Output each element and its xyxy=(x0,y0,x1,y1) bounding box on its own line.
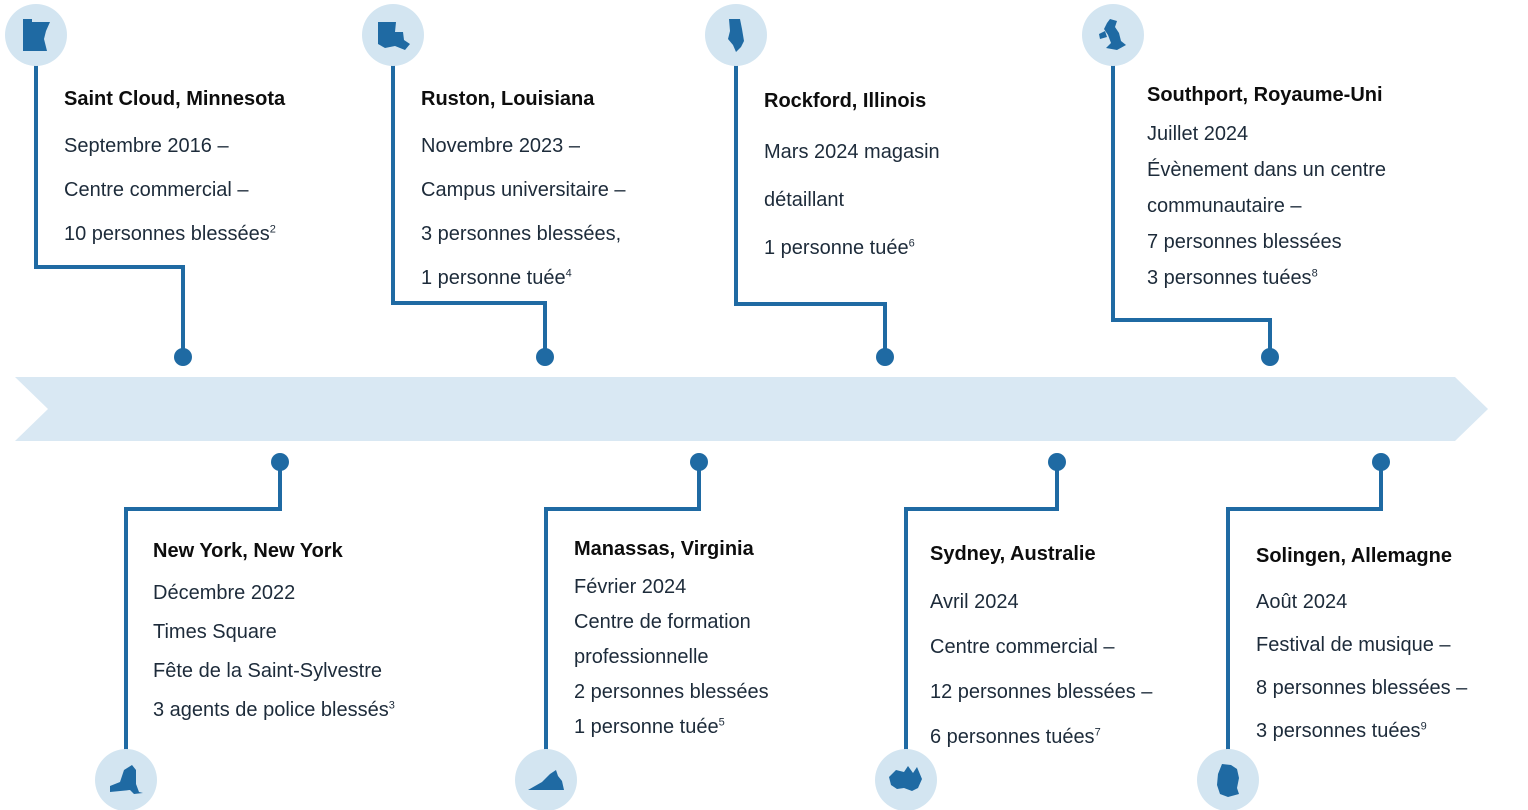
timeline-dot-solingen xyxy=(1372,453,1390,471)
united-kingdom-icon xyxy=(1082,4,1144,66)
connector-manassas xyxy=(544,462,701,780)
event-detail-line: Centre commercial – xyxy=(64,179,249,201)
timeline-dot-southport xyxy=(1261,348,1279,366)
footnote-marker: 3 xyxy=(388,699,395,712)
event-detail-line: Centre de formation xyxy=(574,611,751,633)
connector-rockford xyxy=(734,35,887,357)
new-york-icon xyxy=(95,749,157,810)
connector-new-york xyxy=(124,462,282,780)
timeline-dot-manassas xyxy=(690,453,708,471)
event-detail-line: Avril 2024 xyxy=(930,591,1019,613)
event-detail-line: 10 personnes blessées2 xyxy=(64,223,276,245)
event-detail-line: communautaire – xyxy=(1147,195,1302,217)
event-detail-line: Août 2024 xyxy=(1256,591,1348,613)
event-title: Solingen, Allemagne xyxy=(1256,545,1452,567)
event-detail-line: Évènement dans un centre xyxy=(1147,159,1387,181)
event-detail-line: Centre commercial – xyxy=(930,636,1115,658)
connector-saint-cloud xyxy=(34,35,185,357)
event-detail-line: 3 personnes blessées, xyxy=(421,223,622,245)
timeline-dot-rockford xyxy=(876,348,894,366)
louisiana-icon xyxy=(362,4,424,66)
event-detail-line: Campus universitaire – xyxy=(421,179,626,201)
event-detail-line: Septembre 2016 – xyxy=(64,135,229,157)
event-detail-line: 3 personnes tuées9 xyxy=(1256,720,1427,742)
event-detail-line: Fête de la Saint-Sylvestre xyxy=(153,660,382,682)
event-detail-line: 3 personnes tuées8 xyxy=(1147,267,1318,289)
event-title: Ruston, Louisiana xyxy=(421,88,595,110)
event-detail-line: 12 personnes blessées – xyxy=(930,681,1153,703)
event-title: Manassas, Virginia xyxy=(574,538,754,560)
illinois-icon xyxy=(705,4,767,66)
event-detail-line: Juillet 2024 xyxy=(1147,123,1249,145)
germany-icon xyxy=(1197,749,1259,810)
footnote-marker: 7 xyxy=(1094,726,1101,739)
event-detail-line: 2 personnes blessées xyxy=(574,681,769,703)
event-title: New York, New York xyxy=(153,540,343,562)
event-detail-line: détaillant xyxy=(764,189,845,211)
event-detail-line: Mars 2024 magasin xyxy=(764,141,940,163)
event-detail-line: 3 agents de police blessés3 xyxy=(153,699,395,721)
event-detail-line: Novembre 2023 – xyxy=(421,135,580,157)
event-detail-line: Décembre 2022 xyxy=(153,582,296,604)
event-title: Sydney, Australie xyxy=(930,543,1096,565)
event-detail-line: 1 personne tuée4 xyxy=(421,267,572,289)
event-detail-line: 7 personnes blessées xyxy=(1147,231,1342,253)
footnote-marker: 6 xyxy=(908,237,915,250)
footnote-marker: 4 xyxy=(565,267,572,280)
event-detail-line: professionnelle xyxy=(574,646,709,668)
event-detail-line: Times Square xyxy=(153,621,277,643)
connector-sydney xyxy=(904,462,1059,780)
timeline-arrow xyxy=(15,377,1488,441)
event-title: Rockford, Illinois xyxy=(764,90,927,112)
timeline-dot-sydney xyxy=(1048,453,1066,471)
event-detail-line: 1 personne tuée5 xyxy=(574,716,725,738)
timeline-dot-new-york xyxy=(271,453,289,471)
connector-southport xyxy=(1111,35,1272,357)
event-detail-line: Février 2024 xyxy=(574,576,687,598)
connector-ruston xyxy=(391,35,547,357)
footnote-marker: 5 xyxy=(718,716,725,729)
event-title: Saint Cloud, Minnesota xyxy=(64,88,286,110)
event-detail-line: 8 personnes blessées – xyxy=(1256,677,1468,699)
event-detail-line: 1 personne tuée6 xyxy=(764,237,915,259)
timeline-dot-ruston xyxy=(536,348,554,366)
timeline-dot-saint-cloud xyxy=(174,348,192,366)
minnesota-icon xyxy=(5,4,67,66)
footnote-marker: 2 xyxy=(269,223,276,236)
footnote-marker: 8 xyxy=(1311,267,1318,280)
event-detail-line: Festival de musique – xyxy=(1256,634,1451,656)
virginia-icon xyxy=(515,749,577,810)
footnote-marker: 9 xyxy=(1420,720,1427,733)
event-title: Southport, Royaume-Uni xyxy=(1147,84,1383,106)
australia-icon xyxy=(875,749,937,810)
event-detail-line: 6 personnes tuées7 xyxy=(930,726,1101,748)
connector-solingen xyxy=(1226,462,1383,780)
